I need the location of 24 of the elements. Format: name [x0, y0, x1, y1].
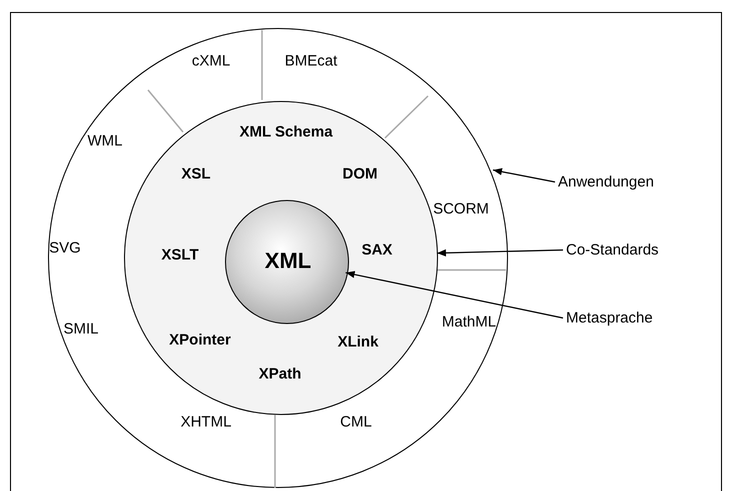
- standard-name: XHTML: [180, 414, 232, 430]
- standard-name: cXML: [192, 52, 230, 70]
- standard-name: DOM: [342, 166, 378, 182]
- callout-label: Metasprache: [566, 310, 653, 326]
- standard-name: SAX: [362, 242, 392, 258]
- standard-name: XSL: [181, 166, 211, 182]
- standard-name: XLink: [338, 334, 378, 350]
- callout-label: Anwendungen: [558, 174, 654, 190]
- standard-name: XPointer: [169, 332, 231, 348]
- standard-name: BMEcat: [284, 52, 338, 70]
- callout-label: Co-Standards: [566, 242, 659, 258]
- standard-name: SMIL: [64, 320, 98, 338]
- standard-name: CML: [340, 414, 372, 430]
- standard-name: SCORM: [433, 200, 489, 218]
- core-label: XML: [264, 248, 312, 274]
- leader-arrow: [346, 270, 564, 319]
- leader-arrow: [492, 168, 556, 183]
- standard-name: XML Schema: [239, 124, 333, 140]
- standard-name: XPath: [258, 366, 302, 382]
- standard-name: MathML: [442, 314, 496, 330]
- standard-name: SVG: [49, 240, 81, 256]
- leader-arrow: [436, 249, 564, 256]
- standard-name: WML: [88, 132, 122, 150]
- standard-name: XSLT: [161, 246, 199, 264]
